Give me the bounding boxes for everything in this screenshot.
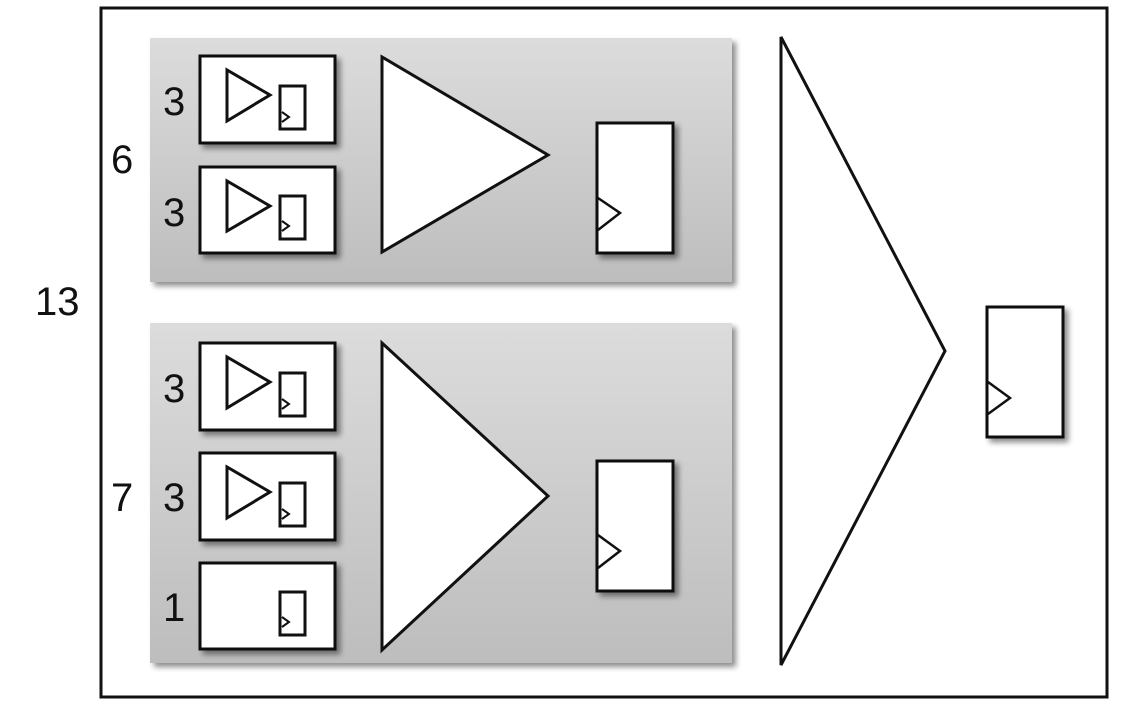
buffer-icon [225,354,273,411]
unit-top-2 [198,165,337,255]
group-top-total-label: 6 [111,138,133,182]
unit-top-2-label: 3 [163,191,185,235]
unit-bottom-2 [198,451,337,542]
register-icon [278,371,307,418]
unit-top-1 [198,54,337,145]
unit-top-1-label: 3 [163,80,185,124]
clock-icon [597,533,623,569]
register-icon [278,481,307,528]
clock-icon [987,380,1013,416]
buffer-icon [225,67,273,124]
buffer-icon [225,464,273,521]
adder-triangle-final [779,36,947,666]
unit-bottom-1 [198,341,337,432]
unit-bottom-3-label: 1 [163,586,185,630]
total-label: 13 [35,280,80,324]
group-bottom-total-label: 7 [111,476,133,520]
adder-triangle-bottom [380,339,551,654]
unit-bottom-1-label: 3 [163,367,185,411]
adder-triangle-top [380,54,551,255]
register-bottom [595,459,675,593]
unit-bottom-2-label: 3 [163,476,185,520]
clock-icon [597,196,623,231]
register-icon [278,194,307,241]
buffer-icon [225,178,273,234]
register-top [595,121,675,255]
register-final [985,305,1065,439]
register-icon [278,590,307,637]
register-icon [278,84,307,131]
unit-bottom-3 [198,561,337,651]
